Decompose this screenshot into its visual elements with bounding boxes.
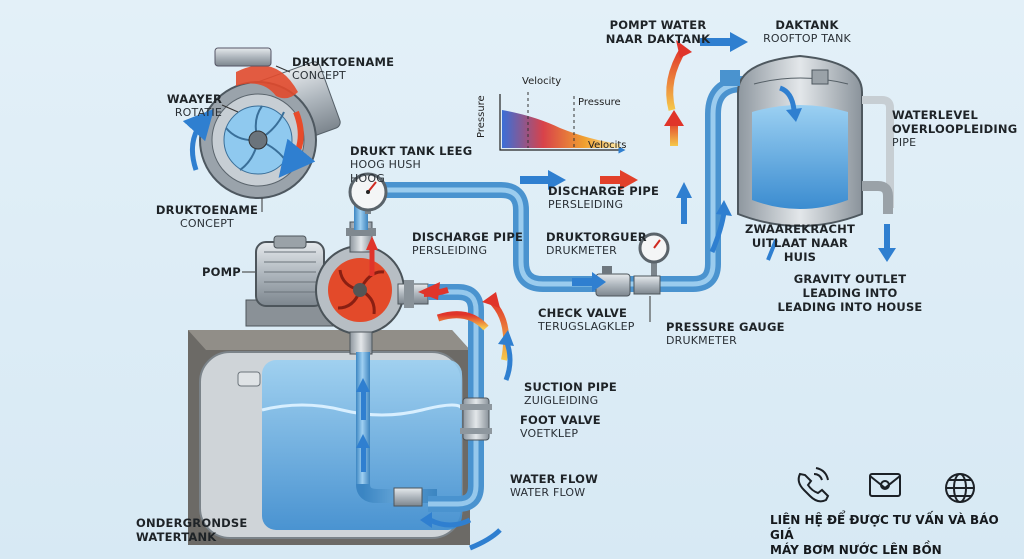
label-daktank: DAKTANK ROOFTOP TANK <box>763 18 851 45</box>
phone-icon[interactable] <box>797 467 830 503</box>
label-pompt-water: POMPT WATER NAAR DAKTANK <box>605 18 711 46</box>
label-ondergrondse-watertank: ONDERGRONDSE WATERTANK <box>136 516 248 544</box>
contact-line-1: LIÊN HỆ ĐỂ ĐƯỢC TƯ VẤN VÀ BÁO GIÁ <box>770 513 999 542</box>
graph-velocity-label: Velocity <box>522 76 562 87</box>
label-druktoename-concept-bottom: DRUKTOENAME CONCEPT <box>155 203 259 230</box>
label-waterlevel: WATERLEVEL OVERLOOPLEIDING PIPE <box>892 108 1018 149</box>
label-suction-pipe: SUCTION PIPE ZUIGLEIDING <box>524 380 617 407</box>
pressure-velocity-graph <box>499 92 626 154</box>
impeller-cutaway <box>182 47 341 199</box>
contact-cta: LIÊN HỆ ĐỂ ĐƯỢC TƯ VẤN VÀ BÁO GIÁ MÁY BƠ… <box>770 513 1020 558</box>
pump-unit <box>245 221 429 355</box>
graph-pressure-label: Pressure <box>578 97 621 108</box>
globe-icon[interactable] <box>945 473 975 503</box>
label-pomp: POMP <box>202 265 241 279</box>
label-druktoename-concept-top: DRUKTOENAME CONCEPT <box>292 55 395 82</box>
label-zwaarekracht: ZWAAREKRACHT UITLAAT NAAR HUIS <box>745 222 855 264</box>
label-check-valve: CHECK VALVE TERUGSLAGKLEP <box>538 306 635 333</box>
label-foot-valve: FOOT VALVE VOETKLEP <box>520 413 601 440</box>
label-discharge-pipe-pump: DISCHARGE PIPE PERSLEIDING <box>412 230 524 257</box>
label-gravity-outlet: GRAVITY OUTLET LEADING INTO LEADING INTO… <box>777 272 923 314</box>
contact-line-2: MÁY BƠM NƯỚC LÊN BỒN <box>770 543 942 557</box>
label-waayer-rotatie: WAAYER ROTATIE <box>166 92 222 119</box>
pressure-gauge-mid <box>638 232 670 276</box>
pressure-gauge-top <box>348 172 388 214</box>
rooftop-tank <box>737 54 896 262</box>
label-drukt-tank: DRUKT TANK LEEG HOOG HUSH HOOG <box>350 144 473 185</box>
underground-tank <box>188 330 470 545</box>
graph-velocity-axis: Velocits <box>588 140 627 151</box>
email-icon[interactable] <box>869 473 901 497</box>
flow-arrows <box>520 32 748 292</box>
check-valve <box>595 266 661 297</box>
label-water-flow: WATER FLOW WATER FLOW <box>510 472 598 499</box>
label-pressure-gauge: PRESSURE GAUGE DRUKMETER <box>666 320 785 347</box>
red-pump-arrows <box>366 40 692 361</box>
label-discharge-pipe-mid: DISCHARGE PIPE PERSLEIDING <box>548 184 660 211</box>
graph-pressure-axis: Pressure <box>476 95 487 138</box>
label-druktorguer: DRUKTORGUER DRUKMETER <box>546 230 647 257</box>
